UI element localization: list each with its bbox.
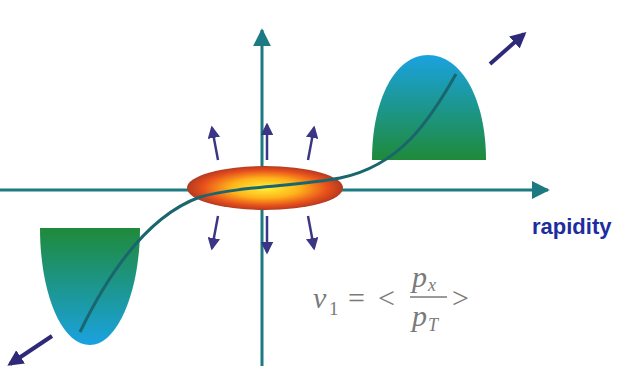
formula-subscript: T <box>428 316 438 334</box>
axis-label: rapidity <box>532 216 611 238</box>
backward-blob <box>40 228 140 345</box>
expansion-arrows <box>212 125 314 252</box>
forward-blob <box>372 55 486 160</box>
formula-bracket: < <box>378 283 395 313</box>
formula-symbol: v <box>313 283 326 313</box>
formula-bracket: > <box>452 283 469 313</box>
formula-subscript: x <box>428 276 436 294</box>
formula-operator: = <box>348 283 365 313</box>
fraction-bar <box>410 296 447 298</box>
formula-subscript: 1 <box>329 299 339 318</box>
formula-symbol: p <box>412 301 427 331</box>
v1-curve <box>80 74 456 332</box>
formula-symbol: p <box>412 262 427 292</box>
forward-arrow <box>490 34 524 64</box>
backward-arrow <box>10 336 52 364</box>
